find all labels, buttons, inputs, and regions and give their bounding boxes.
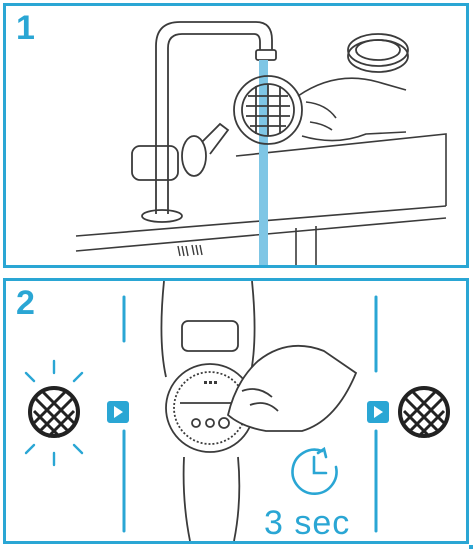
faucet-icon bbox=[131, 21, 277, 223]
divider-lines bbox=[122, 295, 378, 533]
corner-mark bbox=[469, 545, 473, 549]
filter-cartridge-icon bbox=[233, 75, 303, 145]
faucet-display-icon bbox=[160, 281, 256, 541]
arrow-right-icon bbox=[367, 401, 389, 423]
solid-indicator-icon bbox=[398, 386, 450, 439]
step-number-1: 1 bbox=[16, 9, 35, 47]
step-number-2: 2 bbox=[16, 284, 35, 322]
step-2-illustration bbox=[24, 281, 450, 541]
water-stream-icon bbox=[259, 60, 268, 265]
filter-cap-icon bbox=[347, 33, 409, 73]
step-1-illustration bbox=[75, 21, 447, 265]
blinking-indicator-icon bbox=[24, 359, 84, 467]
arrow-right-icon bbox=[107, 401, 129, 423]
step-1-panel: 1 bbox=[3, 3, 469, 268]
timer-icon bbox=[291, 446, 338, 495]
timer-caption: 3 sec bbox=[264, 504, 351, 542]
step-2-panel: 2 bbox=[3, 278, 469, 544]
hand-icon bbox=[297, 77, 407, 142]
finger-press-icon bbox=[226, 344, 358, 432]
